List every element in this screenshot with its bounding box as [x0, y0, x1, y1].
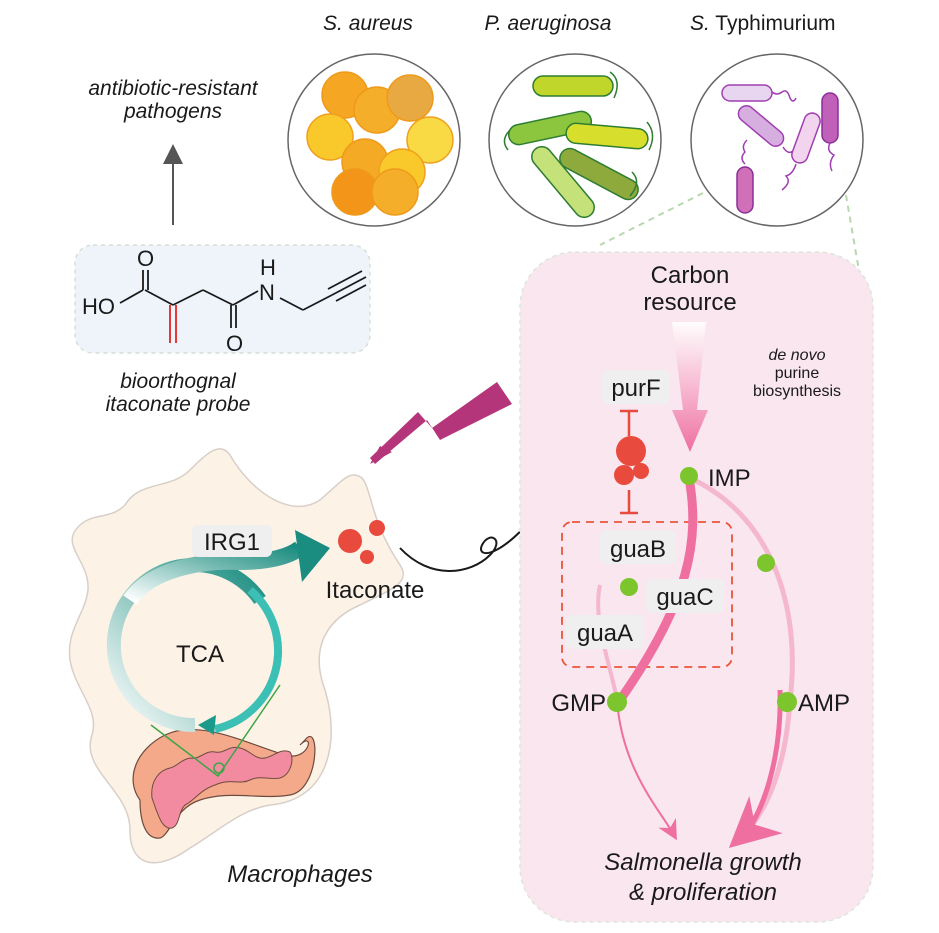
lightning-arrowhead-icon — [370, 446, 392, 464]
purf-label: purF — [611, 375, 660, 402]
pathway-line1: de novo — [769, 347, 826, 364]
outcome-line1: Salmonella growth — [604, 849, 801, 876]
probe-structure-bonds — [119, 270, 367, 328]
itaconate-inhibitor-dots-icon — [614, 436, 649, 485]
probe-caption-line1: bioorthognal — [120, 370, 237, 393]
pathogens-header: antibiotic-resistant pathogens — [88, 77, 258, 123]
tca-cycle-return — [214, 586, 282, 733]
atom-hydroxyl: HO — [82, 294, 115, 319]
macrophages-label: Macrophages — [227, 861, 372, 888]
carbon-flux-arrow — [672, 322, 708, 452]
species-genus: S. — [690, 12, 710, 35]
pathogens-header-line1: antibiotic-resistant — [88, 77, 258, 100]
irg1-arrow — [123, 541, 305, 605]
lightning-bolt-icon — [370, 382, 512, 464]
species-serovar: Typhimurium — [710, 12, 836, 35]
tca-arrowhead-icon — [198, 715, 216, 735]
amp-branch-node — [757, 554, 775, 572]
gmp-to-growth-flux — [616, 699, 677, 841]
mitochondrion-icon — [132, 728, 316, 839]
probe-alkene-highlight — [169, 305, 177, 343]
imp-to-gmp-flux — [615, 473, 698, 705]
inhibition-symbol-icon — [620, 409, 638, 515]
amp-to-growth-flux — [740, 689, 783, 840]
atom-carbonyl-o1: O — [137, 246, 154, 271]
imp-node — [680, 467, 698, 485]
imp-label: IMP — [708, 465, 751, 492]
itaconate-dots-icon — [338, 520, 385, 564]
species-label-s-typhimurium: S. Typhimurium — [690, 12, 836, 35]
s-aureus-icon — [287, 53, 461, 227]
pathogens-header-line2: pathogens — [123, 100, 223, 123]
species-label-s-aureus: S. aureus — [323, 12, 413, 35]
tca-label: TCA — [176, 641, 224, 668]
pathway-line2: purine — [775, 365, 820, 382]
outcome-line2: & proliferation — [629, 879, 777, 906]
itaconate-probe-box: HO O O N H — [74, 244, 371, 356]
amp-label: AMP — [798, 690, 850, 717]
guab-badge — [600, 530, 676, 564]
atom-amide-h: H — [260, 255, 276, 280]
gmp-label: GMP — [551, 690, 606, 717]
zoom-guide-left — [599, 192, 704, 246]
guaa-label: guaA — [577, 620, 633, 647]
imp-to-amp-flux — [688, 475, 795, 849]
itaconate-transfer-arrow — [399, 489, 555, 572]
species-label-p-aeruginosa: P. aeruginosa — [485, 12, 612, 35]
amp-node — [777, 692, 797, 712]
probe-caption-line2: itaconate probe — [106, 393, 251, 416]
mito-zoom-focus — [213, 762, 225, 774]
guac-label: guaC — [656, 584, 713, 611]
mito-zoom-lines — [150, 684, 281, 778]
p-aeruginosa-icon — [488, 53, 662, 227]
gmp-node — [607, 692, 627, 712]
xmp-node — [620, 578, 638, 596]
purf-badge — [602, 370, 670, 404]
carbon-source-line1-text: Carbon — [651, 262, 730, 289]
atom-carbonyl-o2: O — [226, 331, 243, 356]
pathway-line3: biosynthesis — [753, 383, 841, 400]
irg1-arrowhead-icon — [295, 530, 330, 582]
guac-badge — [646, 579, 724, 613]
guaa-badge — [566, 615, 644, 649]
carbon-source-line2: resource — [643, 289, 736, 316]
irg1-label: IRG1 — [204, 529, 260, 556]
guab-label: guaB — [610, 536, 666, 563]
s-typhimurium-icon — [690, 53, 864, 227]
atom-amide-n: N — [259, 280, 275, 305]
itaconate-label: Itaconate — [326, 577, 425, 604]
irg1-badge — [192, 525, 272, 557]
